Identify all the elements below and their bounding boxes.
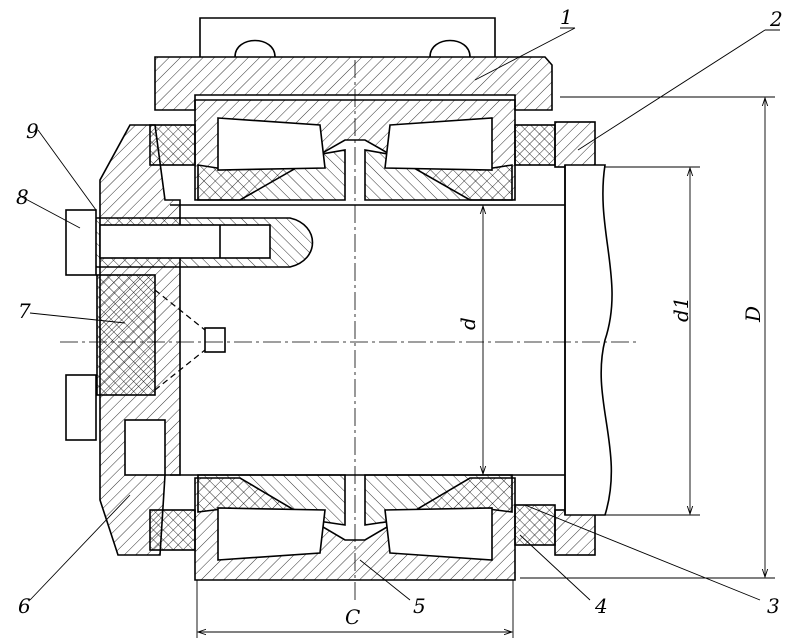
callout-5: 5 bbox=[413, 594, 426, 618]
callout-3: 3 bbox=[767, 594, 780, 618]
callout-4: 4 bbox=[594, 594, 608, 618]
roller-bottom-right bbox=[384, 507, 493, 561]
lower-bolt-head bbox=[65, 374, 97, 441]
callout-2: 2 bbox=[769, 7, 783, 31]
callout-7: 7 bbox=[18, 299, 31, 323]
dim-C-label: C bbox=[345, 605, 360, 629]
roller-bottom-left bbox=[217, 507, 326, 561]
end-cap-bore bbox=[124, 419, 166, 476]
seal-top-right bbox=[514, 124, 556, 166]
bolt-head bbox=[65, 209, 97, 276]
roller-top-left bbox=[217, 117, 326, 171]
axle-journal bbox=[564, 164, 613, 516]
pad bbox=[96, 274, 156, 396]
callout-6: 6 bbox=[18, 594, 31, 618]
roller-top-right bbox=[384, 117, 493, 171]
rear-ring-top bbox=[554, 121, 596, 168]
rear-ring-bottom bbox=[554, 509, 596, 556]
dim-D-label: D bbox=[741, 306, 765, 323]
callout-9: 9 bbox=[26, 119, 39, 143]
callout-8: 8 bbox=[16, 185, 29, 209]
dim-d-label: d bbox=[456, 317, 480, 330]
callout-1: 1 bbox=[560, 5, 573, 29]
center-plug bbox=[204, 327, 226, 353]
seal-bottom-right bbox=[514, 504, 556, 546]
dim-d1-label: d1 bbox=[669, 296, 693, 322]
saddle bbox=[199, 17, 496, 58]
